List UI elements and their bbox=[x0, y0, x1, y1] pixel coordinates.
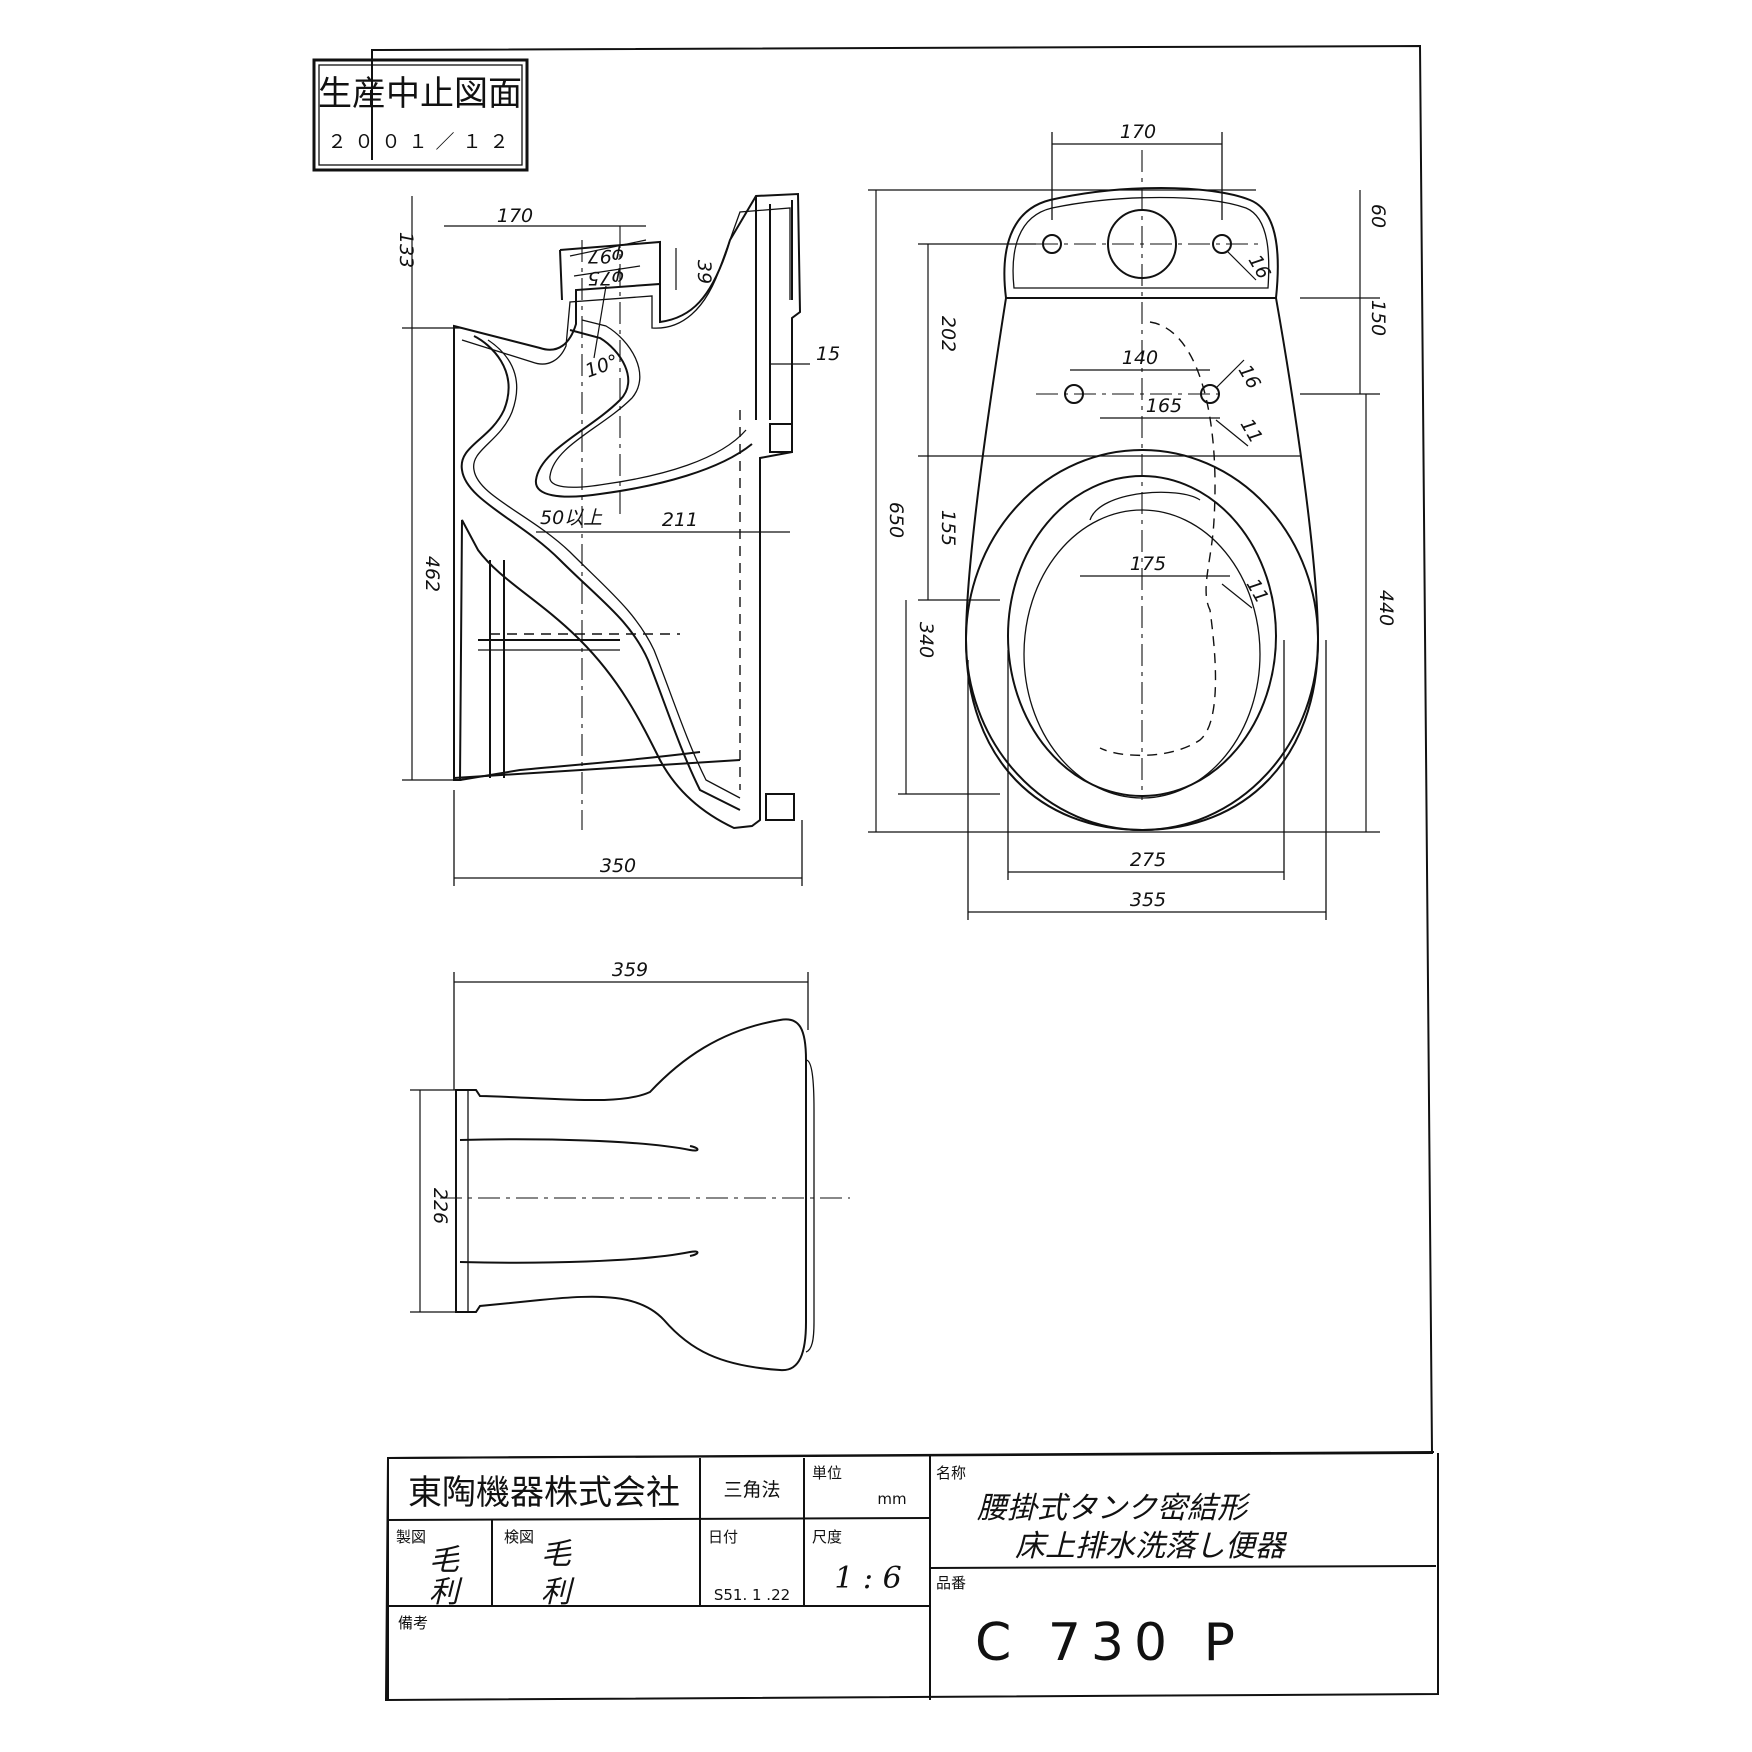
scale-value: 1 : 6 bbox=[834, 1561, 901, 1596]
dim-top-440: 440 bbox=[1375, 590, 1397, 626]
dim-top-165: 165 bbox=[1146, 395, 1182, 417]
checked-by-1: 毛 bbox=[541, 1537, 572, 1572]
dim-top-170: 170 bbox=[1120, 121, 1156, 143]
date-value: S51. 1 .22 bbox=[714, 1586, 790, 1604]
top-plan-view: 170 60 16 150 202 140 165 16 11 650 155 … bbox=[868, 121, 1397, 920]
dim-front-359: 359 bbox=[612, 959, 648, 981]
product-name-line1: 腰掛式タンク密結形 bbox=[977, 1491, 1251, 1526]
dim-top-150: 150 bbox=[1367, 300, 1389, 336]
dim-side-462: 462 bbox=[421, 556, 443, 592]
title-block: 東陶機器株式会社 三角法 単位 mm 名称 腰掛式タンク密結形 床上排水洗落し便… bbox=[387, 1451, 1437, 1700]
dim-top-340: 340 bbox=[915, 622, 937, 658]
dim-top-175: 175 bbox=[1130, 553, 1166, 575]
drawn-by-2: 利 bbox=[429, 1575, 463, 1610]
dim-side-phi75: φ75 bbox=[588, 267, 625, 289]
dim-side-phi97: φ97 bbox=[588, 245, 625, 267]
stamp-date: ２００１／１２ bbox=[327, 131, 516, 153]
part-number: C 730 P bbox=[975, 1613, 1245, 1673]
dim-top-155: 155 bbox=[937, 510, 959, 546]
discontinued-stamp: 生産中止図面 ２００１／１２ bbox=[312, 58, 529, 172]
remarks-label: 備考 bbox=[398, 1614, 428, 1632]
scale-label: 尺度 bbox=[812, 1528, 842, 1546]
dim-side-39: 39 bbox=[693, 260, 715, 284]
part-number-label: 品番 bbox=[936, 1574, 966, 1592]
dim-side-50: 50以上 bbox=[540, 507, 603, 529]
dim-side-10deg: 10° bbox=[582, 350, 621, 382]
company-name: 東陶機器株式会社 bbox=[408, 1473, 680, 1513]
front-elevation-view: 359 226 bbox=[410, 959, 850, 1372]
drawn-by-1: 毛 bbox=[429, 1543, 460, 1578]
drawn-label: 製図 bbox=[396, 1528, 426, 1546]
dim-top-60: 60 bbox=[1367, 204, 1389, 228]
unit-value: mm bbox=[877, 1490, 906, 1508]
stamp-title: 生産中止図面 bbox=[318, 74, 522, 114]
dim-top-275: 275 bbox=[1130, 849, 1166, 871]
date-label: 日付 bbox=[708, 1528, 738, 1546]
checked-label: 検図 bbox=[504, 1528, 534, 1546]
dim-side-170: 170 bbox=[497, 205, 533, 227]
dim-side-15: 15 bbox=[816, 343, 840, 365]
side-section-view: 170 133 φ97 φ75 39 10° 15 50以上 211 462 3… bbox=[395, 192, 840, 886]
dim-side-350: 350 bbox=[600, 855, 636, 877]
projection-method: 三角法 bbox=[723, 1479, 780, 1501]
name-label: 名称 bbox=[936, 1464, 966, 1482]
dim-side-133: 133 bbox=[395, 232, 417, 268]
dim-top-202: 202 bbox=[937, 316, 959, 352]
dim-top-140: 140 bbox=[1122, 347, 1158, 369]
product-name-line2: 床上排水洗落し便器 bbox=[1015, 1529, 1288, 1564]
dim-top-355: 355 bbox=[1130, 889, 1166, 911]
dim-front-226: 226 bbox=[429, 1188, 451, 1224]
unit-label: 単位 bbox=[812, 1464, 842, 1482]
checked-by-2: 利 bbox=[541, 1575, 575, 1610]
dim-top-11a: 11 bbox=[1236, 415, 1267, 447]
dim-top-650: 650 bbox=[885, 502, 907, 538]
dim-top-16a: 16 bbox=[1244, 251, 1275, 283]
dim-side-211: 211 bbox=[662, 509, 698, 531]
